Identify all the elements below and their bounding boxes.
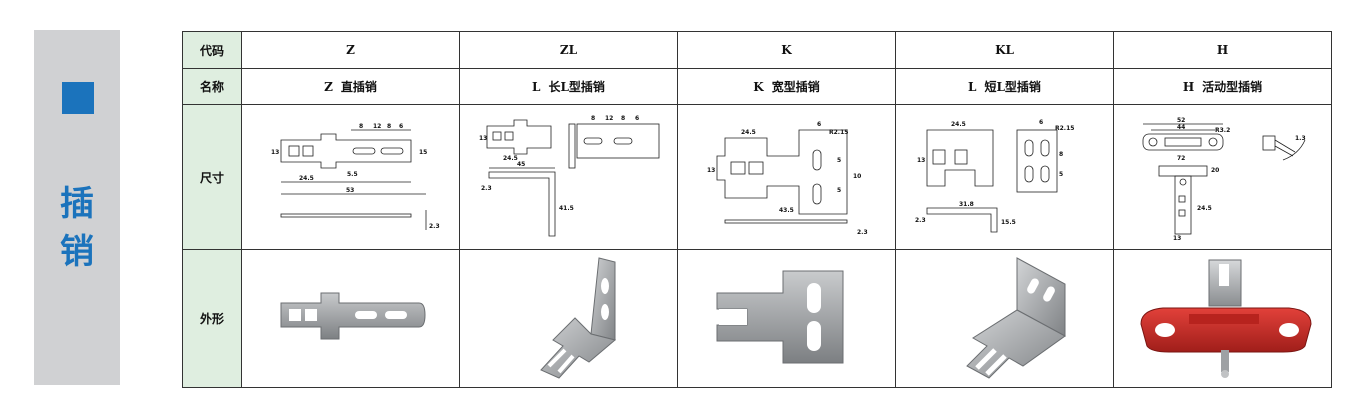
dim-label: 5.5 (347, 171, 358, 178)
photo-k (677, 249, 896, 388)
dim-label: 12 (373, 123, 381, 130)
dim-label: 2.3 (429, 223, 440, 230)
dim-label: 2.3 (857, 229, 868, 236)
row-header-shape: 外形 (182, 249, 242, 388)
photo-z (241, 249, 460, 388)
dim-label: 41.5 (559, 205, 574, 212)
dim-label: 8 (359, 123, 363, 130)
photo-kl (895, 249, 1114, 388)
dim-label: 13 (707, 167, 715, 174)
row-header-size: 尺寸 (182, 104, 242, 250)
dim-label: 20 (1211, 167, 1219, 174)
row-header-name: 名称 (182, 68, 242, 105)
name-cell: L 短L型插销 (895, 68, 1114, 105)
name-text: 直插销 (340, 80, 377, 94)
code-cell: Z (241, 31, 460, 69)
name-cell: Z 直插销 (241, 68, 460, 105)
name-cell: L 长L型插销 (459, 68, 678, 105)
dim-label: 8 (387, 123, 391, 130)
drawing-kl: 24.5 6 R2.15 8 5 13 31.8 2.3 15.5 (895, 104, 1114, 250)
table-row: 代码 Z ZL K KL H (182, 31, 1332, 69)
photo-h (1113, 249, 1332, 388)
drawing-zl: 13 8 12 8 6 24.5 45 2.3 41.5 (459, 104, 678, 250)
name-code: L (532, 80, 541, 94)
dim-label: 52 (1177, 117, 1185, 124)
dim-label: 15.5 (1001, 219, 1016, 226)
side-banner: 插 销 (34, 30, 120, 385)
table-row: 尺寸 8 12 8 6 13 5.5 15 24.5 (182, 104, 1332, 250)
dim-label: 5 (1059, 171, 1063, 178)
dim-label: 8 (1059, 151, 1063, 158)
dim-label: 45 (517, 161, 525, 168)
name-code: H (1182, 80, 1195, 94)
name-text: 短L型插销 (984, 80, 1041, 94)
dim-label: R2.15 (829, 129, 848, 136)
drawing-h: 52 44 R3.2 72 24.5 13 1.3 20 (1113, 104, 1332, 250)
code-cell: H (1113, 31, 1332, 69)
dim-label: 72 (1177, 155, 1185, 162)
dim-label: 5 (837, 187, 841, 194)
dim-label: 5 (837, 157, 841, 164)
dim-label: 6 (817, 121, 821, 128)
dim-label: 24.5 (503, 155, 518, 162)
row-header-code: 代码 (182, 31, 242, 69)
code-cell: ZL (459, 31, 678, 69)
dim-label: 2.3 (481, 185, 492, 192)
dim-label: R3.2 (1215, 127, 1230, 134)
name-code: K (753, 80, 764, 94)
dim-label: 31.8 (959, 201, 974, 208)
dim-label: R2.15 (1055, 125, 1074, 132)
dim-label: 43.5 (779, 207, 794, 214)
side-title-char-1: 插 (60, 184, 94, 224)
name-code: Z (324, 80, 333, 94)
dim-label: 13 (917, 157, 925, 164)
dim-label: 6 (399, 123, 403, 130)
dim-label: 8 (591, 115, 595, 122)
name-text: 长L型插销 (548, 80, 605, 94)
dim-label: 13 (271, 149, 279, 156)
name-cell: K 宽型插销 (677, 68, 896, 105)
code-cell: K (677, 31, 896, 69)
name-text: 活动型插销 (1202, 80, 1263, 94)
drawing-z: 8 12 8 6 13 5.5 15 24.5 53 2.3 (241, 104, 460, 250)
dim-label: 12 (605, 115, 613, 122)
table-row: 名称 Z 直插销 L 长L型插销 K 宽型插销 L 短L型插销 H 活动型插销 (182, 68, 1332, 105)
blue-square-icon (62, 82, 94, 114)
table-row: 外形 (182, 249, 1332, 388)
spec-table: 代码 Z ZL K KL H 名称 Z 直插销 L 长L型插销 K 宽型插销 L 短L型… (182, 31, 1332, 388)
dim-label: 10 (853, 173, 861, 180)
dim-label: 13 (1173, 235, 1181, 242)
name-code: L (968, 80, 977, 94)
dim-label: 13 (479, 135, 487, 142)
dim-label: 24.5 (1197, 205, 1212, 212)
side-title-char-2: 销 (60, 232, 94, 272)
dim-label: 24.5 (741, 129, 756, 136)
dim-label: 24.5 (951, 121, 966, 128)
dim-label: 44 (1177, 124, 1185, 131)
dim-label: 15 (419, 149, 427, 156)
code-cell: KL (895, 31, 1114, 69)
name-text: 宽型插销 (771, 80, 820, 94)
dim-label: 1.3 (1295, 135, 1306, 142)
name-cell: H 活动型插销 (1113, 68, 1332, 105)
dim-label: 6 (635, 115, 639, 122)
dim-label: 24.5 (299, 175, 314, 182)
photo-zl (459, 249, 678, 388)
dim-label: 6 (1039, 119, 1043, 126)
side-title: 插 销 (34, 180, 120, 276)
drawing-k: 24.5 6 R2.15 5 5 13 43.5 2.3 10 (677, 104, 896, 250)
dim-label: 2.3 (915, 217, 926, 224)
dim-label: 53 (346, 187, 354, 194)
dim-label: 8 (621, 115, 625, 122)
